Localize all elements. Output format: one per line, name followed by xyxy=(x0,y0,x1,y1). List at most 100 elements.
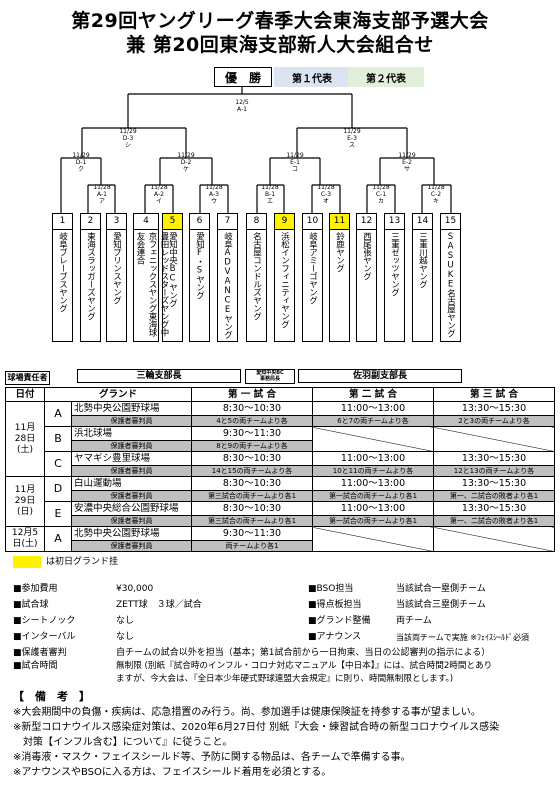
header-game2: 第 二 試 合 xyxy=(312,387,434,402)
team-slot: 3 愛知プリンスヤング xyxy=(106,213,127,342)
team-name: 岐阜アミーゴヤング xyxy=(307,232,318,304)
round-qf2-label: 11/29 D-2 ケ xyxy=(177,152,195,173)
referee-assignment: 4と5の両チームより各 xyxy=(191,415,313,427)
round-r1-label: 11/28 A-1 ア xyxy=(93,184,111,205)
game-time xyxy=(312,426,434,452)
schedule-table: 日付 グランド 第 一 試 合 第 二 試 合 第 三 試 合 11月28日(土… xyxy=(5,387,555,552)
team-number: 1 xyxy=(53,214,72,230)
game-time xyxy=(433,426,555,452)
referee-assignment: 14と15の両チームより各 xyxy=(191,465,313,477)
info-value-2: 両チーム xyxy=(396,616,432,626)
team-name: 西尾張ヤング xyxy=(361,232,372,280)
date-cell: 12月5日(土) xyxy=(5,526,45,552)
team-number: 5 xyxy=(163,214,182,230)
round-r6-label: 11/28 C-1 カ xyxy=(372,184,390,205)
remark-line: ※大会期間中の負傷・疾病は、応急措置のみ行う。尚、参加選手は健康保険証を持参する… xyxy=(13,707,481,718)
captain-label: 球場責任者 xyxy=(5,371,50,385)
header-game3: 第 三 試 合 xyxy=(433,387,555,402)
remark-line: 対策【インフル含む】について』に従うこと。 xyxy=(13,737,233,748)
ground-code: A xyxy=(44,526,72,552)
team-number: 3 xyxy=(107,214,126,230)
game-time: 9:30～11:30 xyxy=(191,526,313,541)
info-label: ■インターバル xyxy=(13,632,76,642)
game-time: 9:30～11:30 xyxy=(191,426,313,441)
team-name: 愛知F・Sヤング xyxy=(194,232,205,299)
team-slot: 10 岐阜アミーゴヤング xyxy=(302,213,323,342)
title-line1: 第29回ヤングリーグ春季大会東海支部予選大会 xyxy=(71,10,489,32)
ground-name: ヤマギシ豊里球場 xyxy=(71,451,192,466)
round-semi-right-label: 11/29 E-3 ス xyxy=(343,128,361,149)
referee-label-cell: 保護者審判員 xyxy=(71,440,192,452)
game-time: 11:00～13:00 xyxy=(312,451,434,466)
referee-assignment: 10と11の両チームより各 xyxy=(312,465,434,477)
round-qf1-label: 11/29 D-1 ク xyxy=(72,152,90,173)
remarks-heading: 【 備 考 】 xyxy=(13,690,90,703)
team-number: 6 xyxy=(190,214,209,230)
team-name: 名古屋コンドルズヤング xyxy=(251,232,262,320)
team-slot: 6 愛知F・Sヤング xyxy=(189,213,210,342)
game-time: 11:00～13:00 xyxy=(312,401,434,416)
info-value: ¥30,000 xyxy=(116,584,154,594)
info-label-2: ■アナウンス xyxy=(308,632,362,642)
team-name: 三重ゼッツヤング xyxy=(389,232,400,296)
round-semi-left-label: 11/29 D-3 シ xyxy=(119,128,137,149)
referee-assignment: 6と7の両チームより各 xyxy=(312,415,434,427)
referee-label-cell: 保護者審判員 xyxy=(71,465,192,477)
referee-assignment: 第一、二試合の敗者より各1 xyxy=(433,515,555,527)
team-number: 15 xyxy=(441,214,460,230)
info-value: なし xyxy=(116,632,135,642)
referee-label-cell: 保護者審判員 xyxy=(71,540,192,552)
game-time: 13:30～15:30 xyxy=(433,451,555,466)
date-cell: 11月29日(日) xyxy=(5,476,45,527)
round-r3-label: 11/28 A-3 ウ xyxy=(205,184,223,205)
referee-label-cell: 保護者審判員 xyxy=(71,490,192,502)
round-qf4-label: 11/29 E-2 サ xyxy=(398,152,416,173)
team-slot: 12 西尾張ヤング xyxy=(356,213,377,342)
referee-assignment: 両チームより各1 xyxy=(191,540,313,552)
game-time: 8:30～10:30 xyxy=(191,501,313,516)
referee-assignment: 第三試合の両チームより各1 xyxy=(191,490,313,502)
header-date: 日付 xyxy=(5,387,45,402)
highlight-key-text: は初日グランド挂 xyxy=(46,557,119,567)
round-r4-label: 11/28 B-1 エ xyxy=(261,184,279,205)
ground-code: E xyxy=(44,501,72,527)
team-number: 12 xyxy=(357,214,376,230)
team-slot: 1 岐阜ブレーブスヤング xyxy=(52,213,73,342)
referee-label-cell: 保護者審判員 xyxy=(71,415,192,427)
info-label: ■試合球 xyxy=(13,600,49,610)
team-number: 9 xyxy=(275,214,294,230)
info-value-2: 当該両チームで実施 ※ﾌｪｲｽｼｰﾙﾄﾞ必須 xyxy=(396,633,530,642)
team-name: 岐阜ブレーブスヤング xyxy=(57,232,68,312)
remark-line: ※新型コロナウイルス感染症対策は、2020年6月27日付 別紙『大会・練習試合時… xyxy=(13,722,500,733)
captain-ground1: 三輪支部長 xyxy=(77,369,241,383)
gametime-label: ■試合時間 xyxy=(13,661,58,671)
header-ground: グランド xyxy=(44,387,192,402)
team-number: 10 xyxy=(303,214,322,230)
game-time: 13:30～15:30 xyxy=(433,476,555,491)
team-name: SASUKE名古屋ヤング xyxy=(445,232,456,337)
ground-code: A xyxy=(44,401,72,427)
round-final-label: 12/5 A-1 xyxy=(235,99,249,113)
remark-line: ※消毒液・マスク・フェイスシールド等、予防に関する物品は、各チームで準備する事。 xyxy=(13,752,411,763)
team-number: 14 xyxy=(413,214,432,230)
referee-assignment: 8と9の両チームより各 xyxy=(191,440,313,452)
round-qf3-label: 11/29 E-1 コ xyxy=(286,152,304,173)
referee-assignment: 第三試合の両チームより各1 xyxy=(191,515,313,527)
team-name: 愛知プリンスヤング xyxy=(111,232,122,304)
ground-name: 白山運動場 xyxy=(71,476,192,491)
